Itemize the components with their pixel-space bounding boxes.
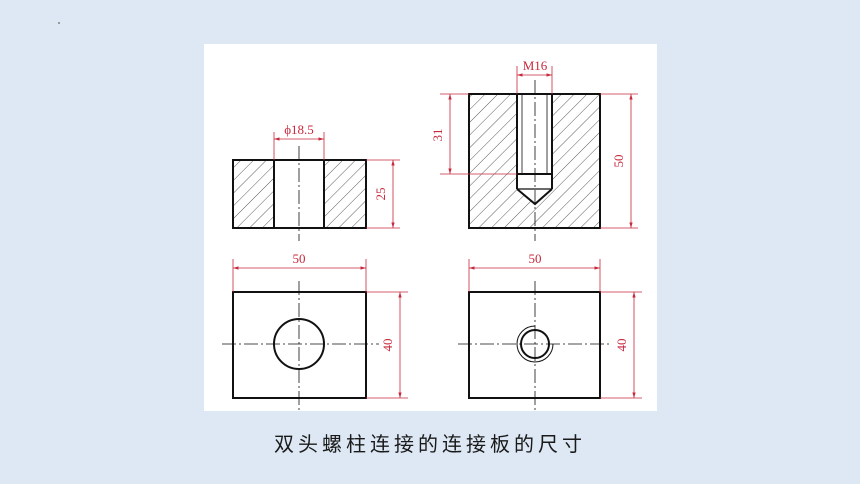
slide-marker-dot: [58, 22, 60, 24]
depth-label: 31: [430, 129, 445, 142]
threaded-height-label: 40: [614, 339, 629, 352]
plate-section-outline: [232, 159, 367, 229]
plate-top-view: 50 40: [222, 251, 408, 411]
engineering-drawing: ϕ18.5 25 M16 31 50: [222, 58, 642, 411]
plate-top-outline: [232, 291, 367, 399]
plate-hatch-left: [233, 160, 274, 228]
height-label: 50: [611, 155, 626, 168]
plate-width-label: 50: [293, 251, 306, 266]
thread-label: M16: [523, 58, 548, 73]
drawing-panel: ϕ18.5 25 M16 31 50: [204, 44, 657, 411]
thread-major-arc: [516, 325, 554, 363]
figure-caption: 双头螺柱连接的连接板的尺寸: [274, 432, 586, 456]
threaded-section-view: M16 31 50: [430, 58, 638, 241]
plate-hatch-right: [324, 160, 366, 228]
diameter-label: ϕ18.5: [284, 122, 314, 137]
thickness-label: 25: [373, 188, 388, 201]
threaded-top-view: 50 40: [458, 251, 642, 411]
plate-section-view: ϕ18.5 25: [232, 122, 400, 241]
threaded-top-outline: [468, 291, 601, 399]
threaded-width-label: 50: [529, 251, 542, 266]
plate-height-label: 40: [380, 339, 395, 352]
threaded-block-outline: [468, 93, 601, 229]
